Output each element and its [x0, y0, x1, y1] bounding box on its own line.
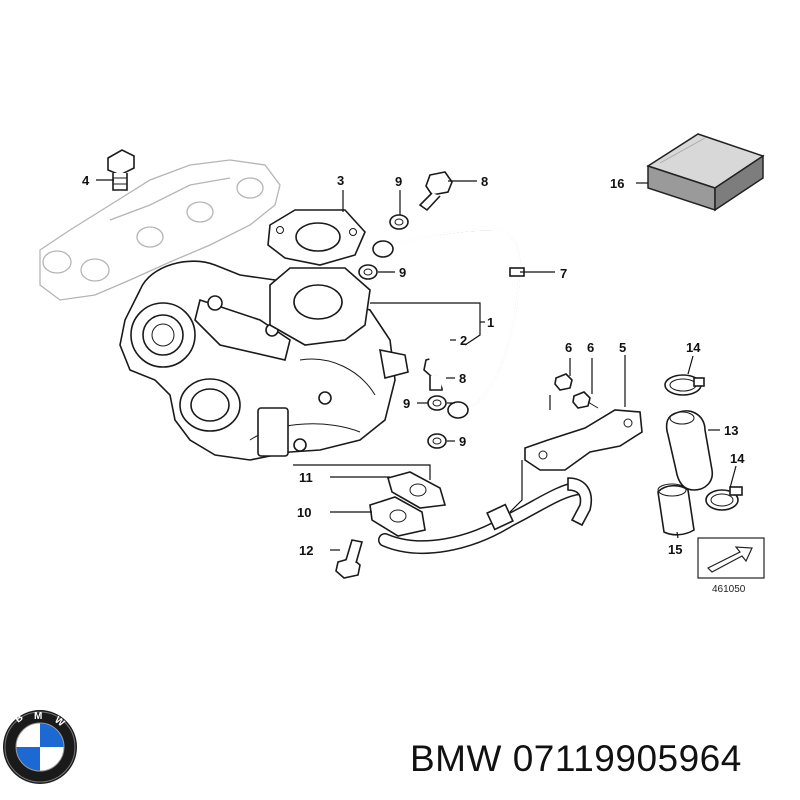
exhaust-manifold — [39, 159, 281, 301]
callout-11: 11 — [299, 470, 313, 485]
svg-text:M: M — [34, 711, 42, 722]
callout-12: 12 — [299, 543, 313, 558]
bmw-logo: B M W — [3, 710, 77, 784]
callout-9-c: 9 — [403, 396, 410, 411]
callout-9-b: 9 — [399, 265, 406, 280]
screw-6a — [554, 373, 573, 391]
callout-9-d: 9 — [459, 434, 466, 449]
callout-10: 10 — [297, 505, 311, 520]
callout-6a: 6 — [565, 340, 572, 355]
reference-box: 461050 — [697, 537, 765, 595]
clip-14-top — [664, 374, 705, 396]
callout-16: 16 — [610, 176, 624, 191]
callout-1: 1 — [487, 315, 494, 330]
clip-14-bottom — [705, 486, 743, 511]
callout-2: 2 — [460, 333, 467, 348]
callout-labels: 1 2 3 4 5 6 6 7 8 8 9 9 9 9 10 11 12 13 … — [82, 173, 745, 558]
callout-8-lower: 8 — [459, 371, 466, 386]
washers-9 — [358, 214, 447, 449]
oil-return-line — [378, 477, 592, 555]
callout-14-bottom: 14 — [730, 451, 745, 466]
oil-feed-line-7 — [372, 228, 525, 419]
hose-13 — [665, 410, 714, 491]
callout-14-top: 14 — [686, 340, 701, 355]
bolt-8-top — [418, 171, 453, 212]
part-caption: BMW 07119905964 — [410, 738, 742, 780]
kit-box-16 — [646, 133, 765, 212]
bolt-12 — [335, 539, 364, 579]
screw-6b — [572, 391, 599, 409]
callout-15: 15 — [668, 542, 682, 557]
callout-9-a: 9 — [395, 174, 402, 189]
gasket-3 — [267, 209, 366, 266]
callout-7: 7 — [560, 266, 567, 281]
callout-6b: 6 — [587, 340, 594, 355]
callout-8-top: 8 — [481, 174, 488, 189]
bracket-5 — [524, 409, 643, 471]
bolt-4 — [107, 149, 135, 191]
caption-part-number: 07119905964 — [512, 738, 742, 779]
callout-3: 3 — [337, 173, 344, 188]
caption-brand: BMW — [410, 738, 502, 779]
flange-10 — [369, 496, 426, 537]
leader-lines — [96, 179, 737, 551]
sleeve-15 — [657, 483, 695, 536]
gasket-11 — [387, 471, 447, 509]
reference-number: 461050 — [712, 584, 746, 595]
callout-4: 4 — [82, 173, 90, 188]
turbocharger — [119, 260, 409, 461]
callout-5: 5 — [619, 340, 626, 355]
callout-13: 13 — [724, 423, 738, 438]
